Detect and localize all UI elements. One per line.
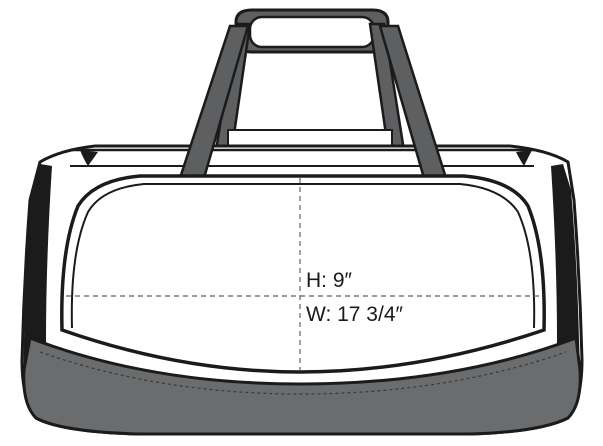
- width-label: W: 17 3/4″: [306, 303, 403, 326]
- height-label: H: 9″: [306, 269, 353, 292]
- top-rim: [70, 148, 534, 167]
- dimension-guides: [66, 178, 540, 370]
- handle-grip: [234, 8, 390, 54]
- back-strap: [210, 22, 410, 178]
- front-pocket: [60, 174, 546, 374]
- base-panel: [22, 335, 582, 436]
- front-strap: [178, 24, 448, 180]
